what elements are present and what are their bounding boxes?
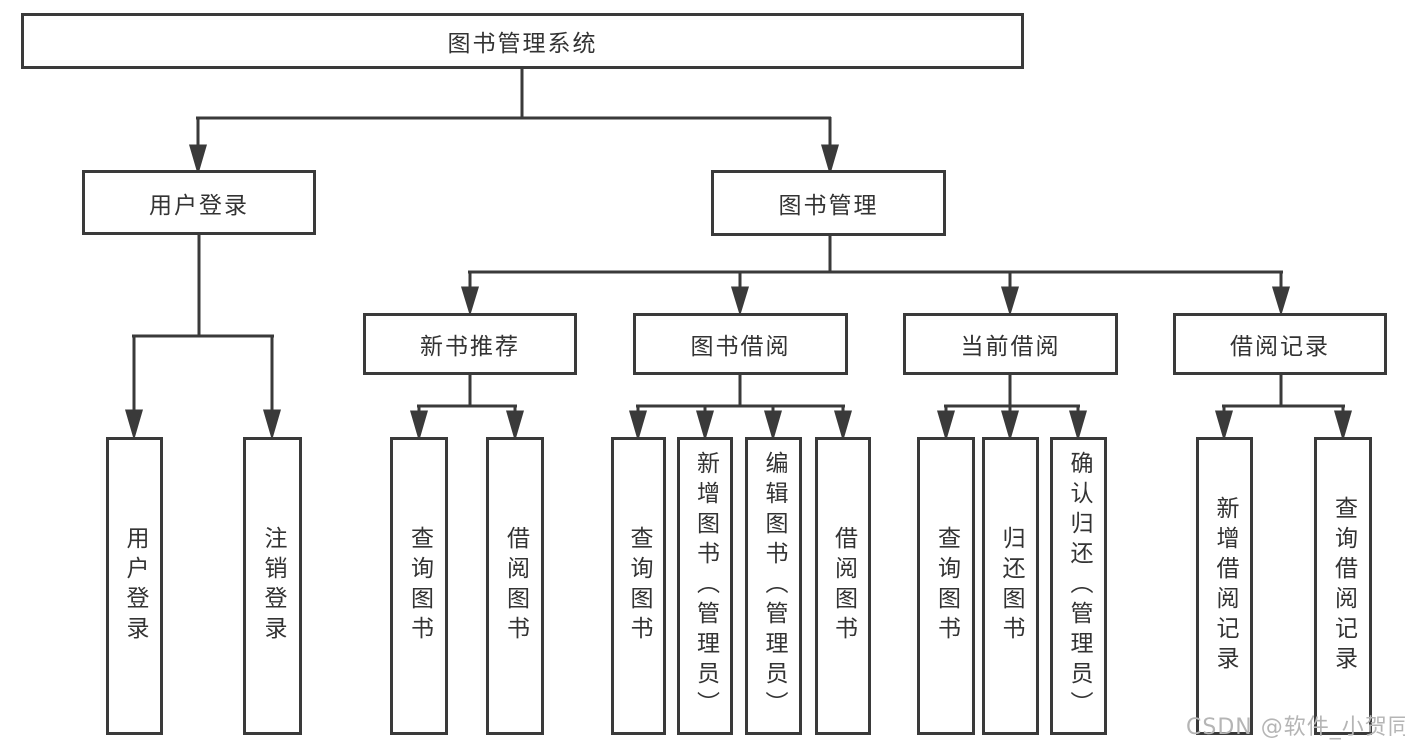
- leaf-logout: 注销登录: [243, 437, 302, 735]
- leaf-query-borrow-record: 查询借阅记录: [1314, 437, 1372, 735]
- leaf-borrow-books-recommend: 借阅图书: [486, 437, 544, 735]
- leaf-user-login-label: 用户登录: [122, 526, 148, 646]
- leaf-confirm-return-admin: 确认归还（管理员）: [1050, 437, 1107, 735]
- node-book-management: 图书管理: [711, 170, 946, 236]
- leaf-borrow-books-label: 借阅图书: [830, 526, 857, 646]
- csdn-watermark: CSDN @软件_小贺同学: [1186, 715, 1405, 740]
- node-root: 图书管理系统: [21, 13, 1024, 69]
- node-current-borrow: 当前借阅: [903, 313, 1118, 375]
- leaf-add-books-admin: 新增图书（管理员）: [677, 437, 733, 735]
- leaf-confirm-return-admin-label: 确认归还（管理员）: [1066, 451, 1092, 721]
- node-borrow-record: 借阅记录: [1173, 313, 1387, 375]
- leaf-query-books-borrow-label: 查询图书: [626, 526, 652, 646]
- leaf-query-books-current-label: 查询图书: [933, 526, 960, 646]
- leaf-borrow-books: 借阅图书: [815, 437, 871, 735]
- leaf-return-books-label: 归还图书: [998, 526, 1024, 646]
- leaf-edit-books-admin-label: 编辑图书（管理员）: [761, 451, 787, 721]
- node-book-borrow: 图书借阅: [633, 313, 848, 375]
- leaf-add-borrow-record-label: 新增借阅记录: [1212, 496, 1238, 676]
- leaf-query-books-current: 查询图书: [917, 437, 975, 735]
- leaf-add-borrow-record: 新增借阅记录: [1196, 437, 1253, 735]
- leaf-edit-books-admin: 编辑图书（管理员）: [745, 437, 802, 735]
- node-user-login: 用户登录: [82, 170, 316, 235]
- node-new-book-recommend: 新书推荐: [363, 313, 577, 375]
- leaf-query-borrow-record-label: 查询借阅记录: [1330, 496, 1357, 676]
- leaf-user-login: 用户登录: [106, 437, 163, 735]
- leaf-query-books-recommend-label: 查询图书: [406, 526, 433, 646]
- leaf-borrow-books-recommend-label: 借阅图书: [502, 526, 529, 646]
- leaf-query-books-recommend: 查询图书: [390, 437, 448, 735]
- leaf-return-books: 归还图书: [982, 437, 1039, 735]
- leaf-query-books-borrow: 查询图书: [611, 437, 666, 735]
- leaf-logout-label: 注销登录: [260, 526, 286, 646]
- leaf-add-books-admin-label: 新增图书（管理员）: [692, 451, 719, 721]
